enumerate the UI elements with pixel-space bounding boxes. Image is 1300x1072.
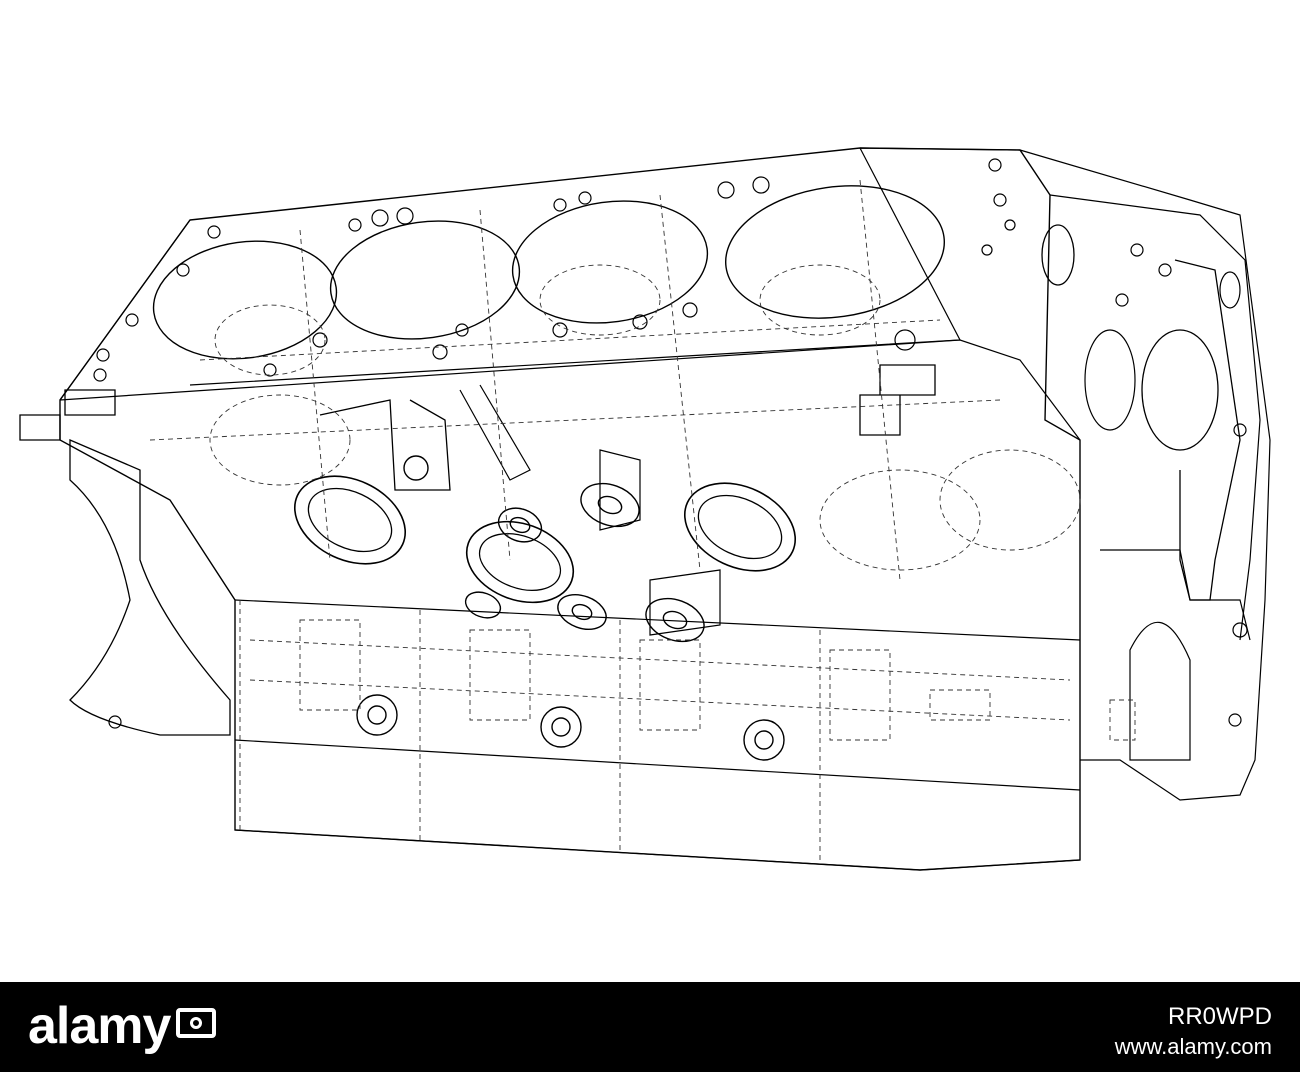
alamy-logo: alamy <box>28 996 217 1056</box>
image-id: RR0WPD <box>1167 1003 1272 1030</box>
engine-block-wireframe <box>19 147 1271 871</box>
engine-block-drawing <box>19 147 1271 871</box>
image-meta: RR0WPD www.alamy.com <box>1115 1002 1272 1062</box>
stock-footer-bar: alamy RR0WPD www.alamy.com <box>0 982 1300 1072</box>
site-url: www.alamy.com <box>1114 1034 1272 1059</box>
brand-text: alamy <box>28 997 171 1055</box>
camera-icon <box>176 1008 217 1039</box>
